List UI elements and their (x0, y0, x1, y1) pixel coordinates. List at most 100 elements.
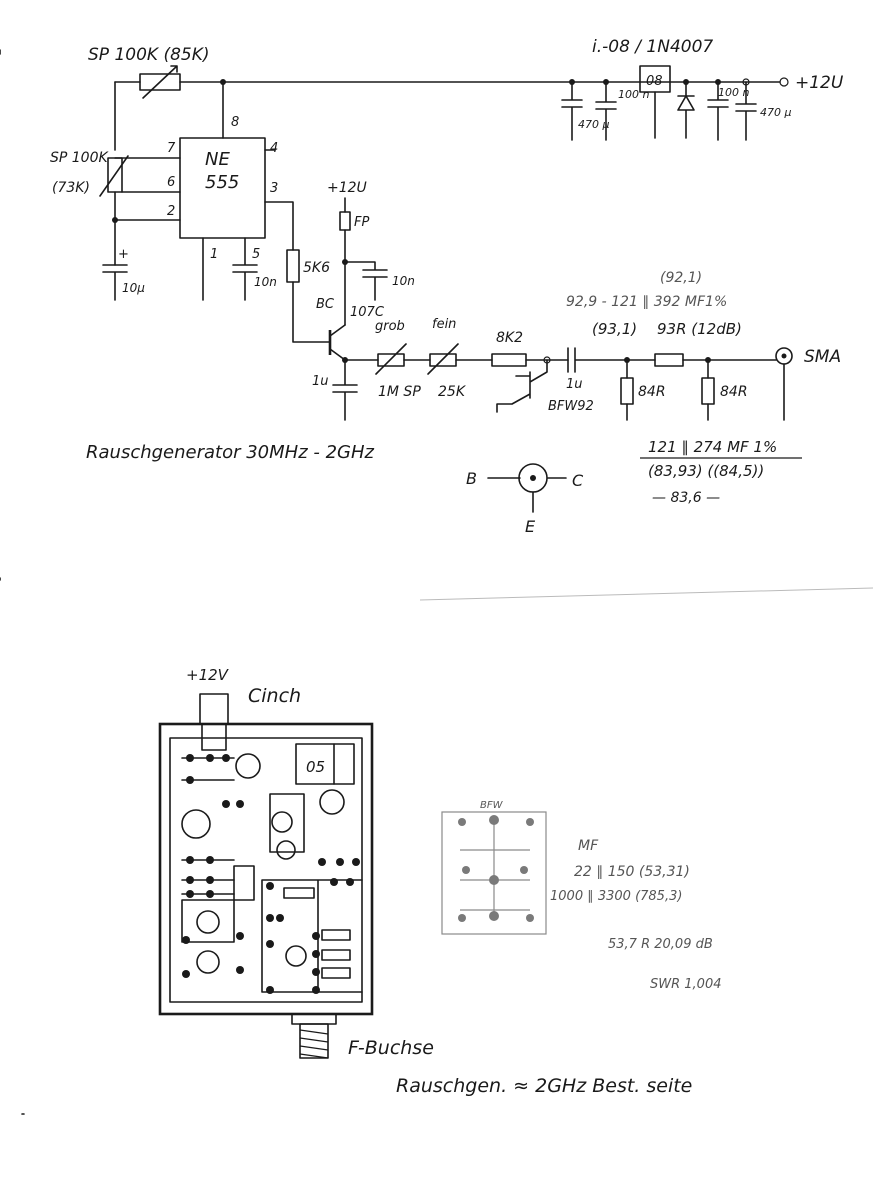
pin8-label: 8 (231, 115, 239, 130)
pot-fein-arrow (427, 343, 459, 375)
trimmer (285, 945, 307, 967)
pad-block (181, 899, 235, 943)
f-buchse-nut (291, 1013, 337, 1025)
cap-100n-a (595, 81, 617, 141)
cap-470u-b-label: 470 µ (760, 106, 792, 119)
cap-470u-a-label: 470 µ (578, 118, 610, 131)
base-wire (292, 281, 331, 343)
junction-dot (683, 79, 689, 85)
pot-arrow-top (142, 65, 178, 99)
pin4-label: 4 (270, 141, 278, 156)
board-sketch-2 (441, 811, 547, 935)
res-84r-2-label: 84R (720, 384, 748, 400)
cap-470u-b (735, 81, 757, 141)
res-8k2-label: 8K2 (496, 330, 523, 346)
scan-marks (0, 49, 25, 1115)
cap-10u (102, 264, 128, 301)
cap-100n-a-label: 100 n (618, 88, 649, 101)
res-5k6-label: 5K6 (303, 260, 330, 276)
bfw-small-label: BFW (480, 800, 504, 811)
calc-line-2: 1000 ∥ 3300 (785,3) (550, 889, 682, 904)
potentiometer-top (139, 73, 181, 91)
cinch-base (201, 723, 227, 751)
resistor-84r-2 (701, 377, 715, 405)
trimmer (271, 811, 293, 833)
calc-83-6: — 83,6 — (652, 490, 720, 506)
calc-92-1: (92,1) (660, 270, 702, 286)
res-93-1-label: (93,1) (592, 320, 637, 338)
pinout-body (518, 463, 548, 493)
fp-ferrite (339, 211, 351, 231)
collector-wires (344, 229, 388, 326)
sp-100k-top-label: SP 100K (85K) (88, 45, 210, 65)
cinch-label: Cinch (248, 685, 301, 707)
sp-73k-label: (73K) (52, 180, 90, 196)
fold-line (419, 587, 873, 601)
pin5-label: 5 (252, 247, 260, 262)
junction-dot (112, 217, 118, 223)
pin1-label: 1 (210, 247, 218, 262)
ne555-bottom-pins (202, 237, 258, 301)
pot-grob-arrow (375, 343, 407, 375)
f-buchse-label: F-Buchse (348, 1037, 434, 1059)
calc-92-9: 92,9 - 121 ∥ 392 MF1% (566, 294, 727, 310)
ne555-label-1: NE (205, 149, 230, 170)
plus12v-mid-label: +12U (327, 180, 367, 196)
trimmer (319, 789, 345, 815)
enclosure-outer (158, 722, 374, 1016)
cap-10n-mid-label: 10n (392, 274, 415, 288)
calc-line-3: 53,7 R 20,09 dB (608, 937, 713, 952)
schematic: SP 100K (85K) NE 555 8 7 6 2 4 3 1 5 SP … (50, 37, 844, 536)
cap-plus: + (118, 247, 129, 262)
trimmer-block (269, 793, 305, 853)
thread-lines (299, 1029, 329, 1059)
resistor-part (321, 949, 351, 961)
bfw92-label: BFW92 (548, 399, 594, 414)
cap-10u-label: 10µ (122, 281, 145, 295)
bfw92-symbol (496, 359, 548, 413)
cap-10n-label: 10n (254, 275, 277, 289)
pinout-leads (487, 477, 567, 513)
pinout-c: C (572, 471, 584, 490)
ic-part (233, 865, 255, 901)
res-1m-sp-label: 1M SP (378, 384, 421, 400)
trimmer (181, 809, 211, 839)
regulator-box-label: 08 (646, 74, 663, 89)
resistor-part (321, 929, 351, 941)
cap-1u-left-label: 1u (312, 374, 329, 389)
board-sketch-pads (458, 815, 534, 922)
resistor-93r (654, 353, 684, 367)
bc-label: BC (316, 297, 335, 312)
f-buchse-thread (299, 1023, 329, 1059)
enclosure-inner (169, 737, 363, 1003)
regulator-title: i.-08 / 1N4007 (592, 37, 713, 57)
resistor-8k2 (491, 353, 527, 367)
cap-470u-a (561, 81, 583, 141)
pin3-label: 3 (270, 181, 278, 196)
layout-caption: Rauschgen. ≈ 2GHz Best. seite (396, 1075, 692, 1097)
pin7-label: 7 (167, 141, 176, 156)
cap-1u-mid-label: 1u (566, 377, 583, 392)
sma-label: SMA (804, 347, 841, 367)
107c-label: 107C (350, 305, 385, 320)
bc107-leads (329, 324, 346, 361)
box-05-label: 05 (306, 758, 325, 776)
pads (182, 754, 360, 994)
resistor-part (283, 887, 315, 899)
pinout-b: B (466, 469, 477, 488)
mf-label: MF (578, 838, 599, 854)
swr-label: SWR 1,004 (650, 977, 722, 992)
layout-plus12v: +12V (186, 666, 230, 684)
junction-dot (624, 357, 630, 363)
resistor-part (321, 967, 351, 979)
trimmer (196, 950, 220, 974)
traces (181, 757, 363, 993)
resistor-5k6 (286, 249, 300, 283)
res-93r-label: 93R (12dB) (657, 320, 742, 338)
board-sketch-traces (460, 820, 530, 920)
regulator-box (295, 743, 355, 785)
fp-label: FP (354, 215, 369, 230)
pin2-label: 2 (167, 204, 175, 219)
cap-100n-b-label: 100 n (718, 86, 749, 99)
